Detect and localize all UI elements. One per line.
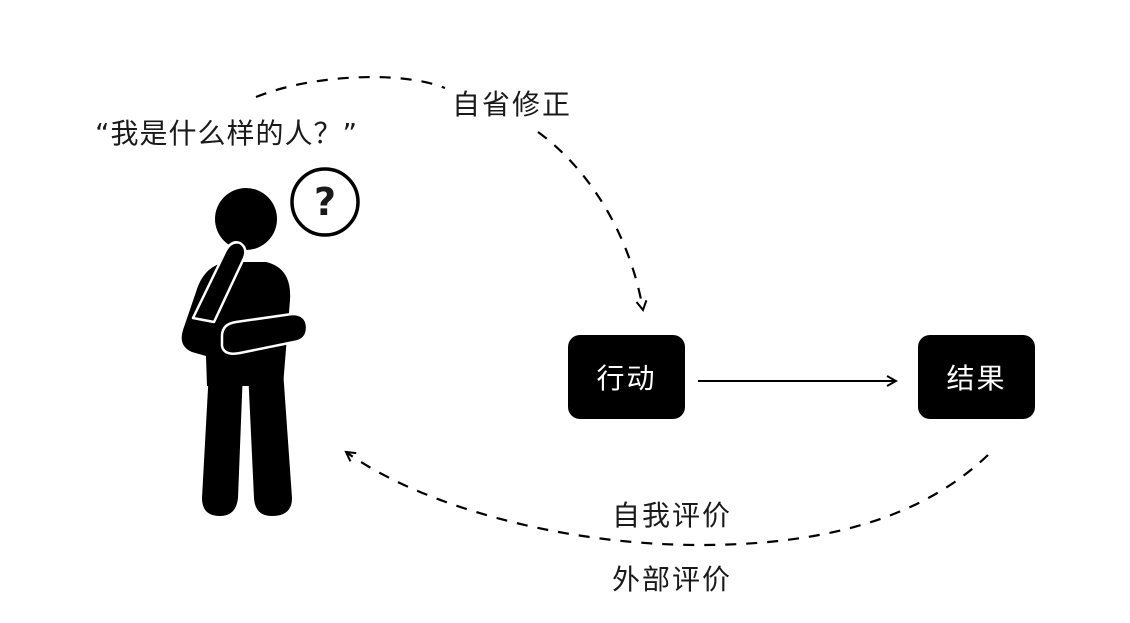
thinking-person-icon bbox=[181, 188, 309, 516]
evaluation-loop-arrow bbox=[346, 452, 989, 547]
person-forearm bbox=[220, 312, 309, 355]
external-evaluation-label: 外部评价 bbox=[612, 563, 733, 596]
person-right-leg bbox=[248, 370, 292, 516]
person-left-leg bbox=[202, 370, 243, 516]
action-node-label: 行动 bbox=[596, 362, 657, 395]
result-node: 结果 bbox=[918, 335, 1035, 419]
question-mark-icon: ? bbox=[313, 180, 337, 224]
person-head bbox=[215, 188, 277, 250]
reflect-loop-arrow bbox=[255, 75, 446, 99]
question-badge-ring bbox=[290, 167, 360, 237]
self-question-quote: “我是什么样的人？” bbox=[95, 117, 359, 150]
result-node-label: 结果 bbox=[946, 362, 1007, 395]
self-evaluation-label: 自我评价 bbox=[612, 499, 733, 532]
person-raised-arm bbox=[191, 241, 247, 324]
action-node: 行动 bbox=[568, 335, 685, 419]
reflect-loop-arrow-lower bbox=[537, 131, 643, 310]
reflect-correction-label: 自省修正 bbox=[452, 88, 573, 121]
